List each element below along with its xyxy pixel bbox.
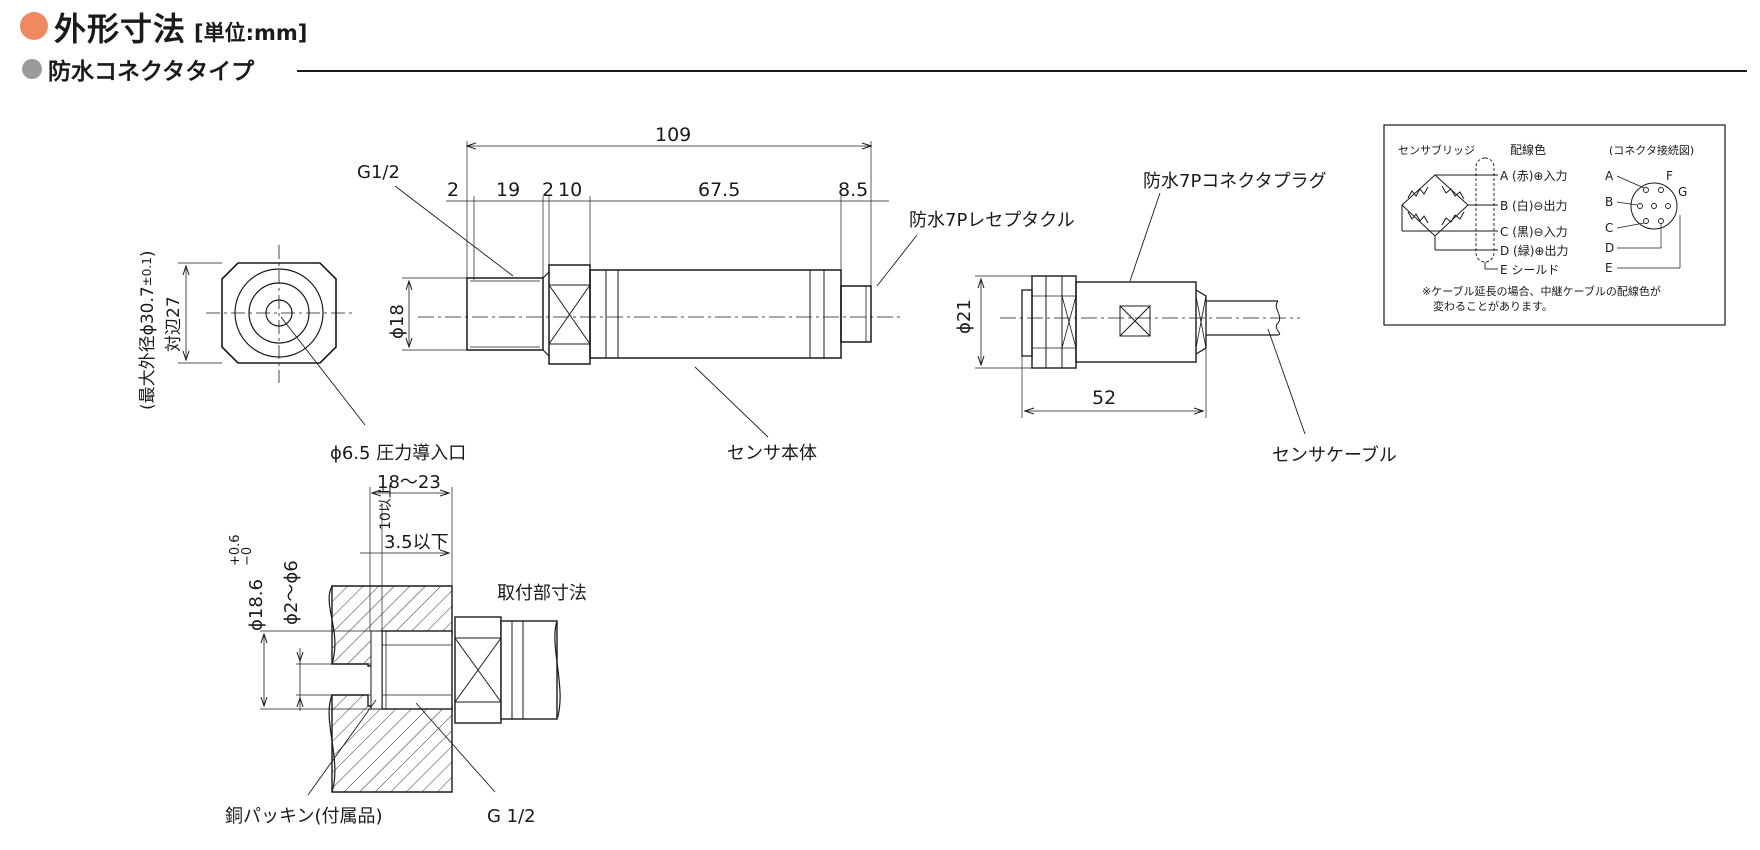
dim-bore-tol-plus: +0.6 — [228, 534, 243, 566]
subsection-title: 防水コネクタタイプ — [48, 59, 255, 85]
wire-color-header: 配線色 — [1510, 142, 1546, 157]
bridge-label: センサブリッジ — [1398, 143, 1475, 157]
dim-seg-2b: 2 — [542, 179, 554, 201]
gasket-label: 銅パッキン(付属品) — [225, 806, 383, 827]
sensor-body-label: センサ本体 — [727, 443, 817, 464]
cable-note-line2: 変わることがあります。 — [1433, 299, 1553, 313]
pin-g-label: G — [1678, 185, 1687, 199]
gray-bullet-icon — [22, 59, 42, 79]
mounting-title: 取付部寸法 — [497, 583, 587, 604]
across-flats-label: 対辺27 — [164, 296, 184, 352]
wire-row-d: D (緑)⊕出力 — [1500, 243, 1568, 258]
max-od-label: (最大外径ϕ30.7±0.1) — [138, 251, 158, 410]
pin-end-c: C — [1605, 221, 1613, 235]
dim-seg-19: 19 — [496, 179, 520, 201]
page-title: 外形寸法 — [54, 10, 187, 48]
dim-mount-depth: 18～23 — [377, 472, 441, 493]
cable-label: センサケーブル — [1272, 444, 1397, 466]
dim-plug-length: 52 — [1092, 387, 1116, 409]
plug-label: 防水7Pコネクタプラグ — [1143, 171, 1327, 192]
dim-hole-diameter: ϕ2～ϕ6 — [281, 560, 302, 625]
unit-label: [単位:mm] — [194, 21, 308, 45]
wire-row-e: E シールド — [1500, 263, 1559, 277]
pin-end-a: A — [1605, 169, 1614, 183]
dim-seg-67-5: 67.5 — [698, 179, 740, 201]
dim-seg-8-5: 8.5 — [838, 179, 868, 201]
wire-row-b: B (白)⊖出力 — [1500, 198, 1567, 213]
receptacle-label: 防水7Pレセプタクル — [909, 210, 1075, 231]
dim-plug-diameter: ϕ21 — [954, 299, 975, 334]
section-header: 外形寸法 [単位:mm] — [20, 4, 307, 48]
pressure-port-label: ϕ6.5 圧力導入口 — [330, 443, 466, 464]
header-rule — [297, 70, 1747, 72]
wiring-diagram-box: センサブリッジ 配線色 (コネクタ接続図) A (赤)⊕入力 B (白)⊖出力 … — [1383, 124, 1726, 326]
subsection-header: 防水コネクタタイプ — [22, 52, 254, 86]
dim-seg-2a: 2 — [447, 179, 459, 201]
pin-end-e: E — [1605, 261, 1613, 275]
pin-end-d: D — [1605, 241, 1614, 255]
mount-thread-label: G 1/2 — [487, 806, 536, 827]
wire-row-c: C (黒)⊖入力 — [1500, 225, 1568, 239]
dim-mount-depth-min: 10以上 — [378, 484, 394, 530]
connector-header: (コネクタ接続図) — [1609, 143, 1694, 157]
thread-label: G1/2 — [357, 162, 400, 183]
dim-overall-length: 109 — [655, 124, 691, 146]
orange-bullet-icon — [20, 12, 48, 40]
dim-seg-10: 10 — [558, 179, 582, 201]
dim-step: 3.5以下 — [384, 532, 449, 553]
wire-row-a: A (赤)⊕入力 — [1500, 169, 1567, 183]
cable-note-line1: ※ケーブル延長の場合、中継ケーブルの配線色が — [1422, 284, 1661, 298]
pin-end-b: B — [1605, 195, 1613, 209]
mounting-section: 18～23 10以上 3.5以下 ϕ18.6 +0.6 −0 ϕ2～ϕ6 取付部… — [225, 472, 587, 827]
end-view: (最大外径ϕ30.7±0.1) 対辺27 ϕ6.5 圧力導入口 — [138, 245, 466, 464]
plug-view: ϕ21 52 防水7Pコネクタプラグ センサケーブル — [954, 171, 1397, 466]
dim-body-diameter: ϕ18 — [387, 304, 408, 339]
dim-bore-diameter: ϕ18.6 — [246, 579, 267, 631]
dim-bore-tol-minus: −0 — [240, 547, 255, 566]
sensor-main-view: 109 2 19 2 10 67.5 8.5 ϕ18 G1/2 防水7Pレセプタ… — [357, 124, 1075, 464]
pin-f-label: F — [1666, 169, 1673, 183]
